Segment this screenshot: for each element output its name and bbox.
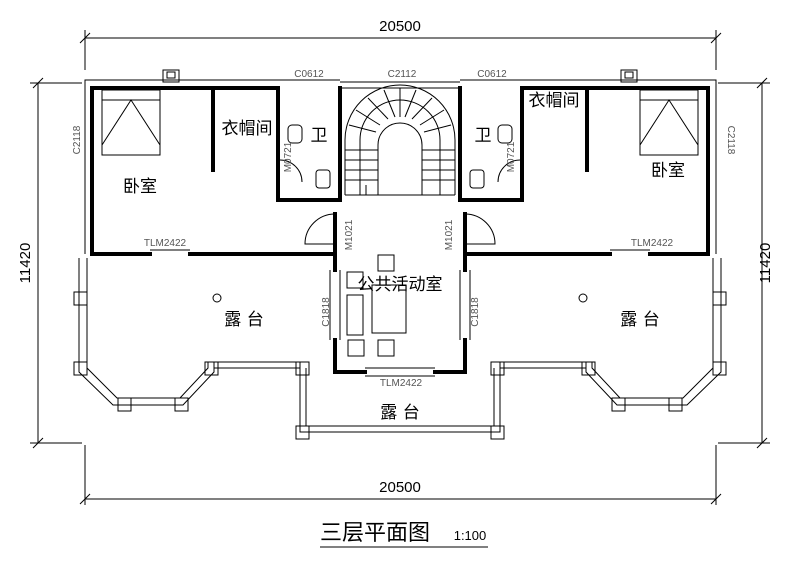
code-door-public-right: M1021 <box>444 219 455 250</box>
drawing-title: 三层平面图 <box>320 521 430 546</box>
code-window-bath-right: C0612 <box>477 69 507 80</box>
dim-left: 11420 <box>17 243 34 284</box>
drawing-scale: 1:100 <box>454 528 487 543</box>
code-sliding-bottom: TLM2422 <box>380 378 423 389</box>
label-bath-right: 卫 <box>475 126 492 146</box>
interior-walls <box>90 86 710 377</box>
code-door-bath-left: M0721 <box>283 141 294 172</box>
bath-fixtures-left <box>279 124 331 189</box>
terrace-right <box>500 258 727 412</box>
bath-fixtures-right <box>469 124 521 189</box>
staircase <box>344 84 456 196</box>
dim-top: 20500 <box>379 18 421 35</box>
label-closet-right: 衣帽间 <box>529 91 580 111</box>
code-window-bedroom-left: C2118 <box>72 125 83 154</box>
code-window-public-left: C1818 <box>321 297 332 327</box>
code-window-bath-left: C0612 <box>294 69 324 80</box>
code-window-public-right: C1818 <box>470 297 481 327</box>
code-door-public-left: M1021 <box>344 219 355 250</box>
code-sliding-left: TLM2422 <box>144 238 187 249</box>
sofa-set <box>346 254 407 357</box>
label-bedroom-left: 卧室 <box>123 177 157 197</box>
dimension-lines <box>30 30 770 505</box>
code-window-stair: C2112 <box>388 69 417 80</box>
code-window-bedroom-right: C2118 <box>725 126 736 155</box>
label-terrace-bottom: 露 台 <box>380 403 419 423</box>
label-bath-left: 卫 <box>311 126 328 146</box>
label-public-room: 公共活动室 <box>358 275 443 295</box>
label-terrace-left: 露 台 <box>224 310 263 330</box>
code-sliding-right: TLM2422 <box>631 238 674 249</box>
terrace-left <box>73 258 300 412</box>
label-bedroom-right: 卧室 <box>651 161 685 181</box>
dim-right: 11420 <box>757 243 774 284</box>
dim-bottom: 20500 <box>379 479 421 496</box>
bed-left <box>101 89 161 156</box>
bed-right <box>639 89 699 156</box>
label-closet-left: 衣帽间 <box>222 119 273 139</box>
door-swing-right <box>464 213 496 245</box>
door-swing-left <box>304 213 336 245</box>
terrace-bottom <box>295 361 505 440</box>
code-door-bath-right: M0721 <box>506 141 517 172</box>
label-terrace-right: 露 台 <box>620 310 659 330</box>
